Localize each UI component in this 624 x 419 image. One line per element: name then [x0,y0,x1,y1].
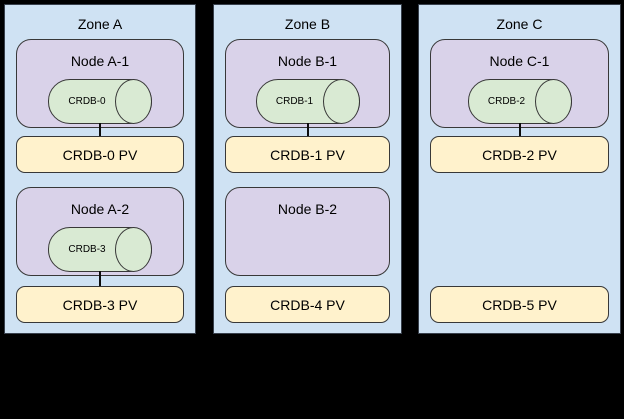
pv-box-crdb-4: CRDB-4 PV [225,286,390,323]
pv-box-crdb-3: CRDB-3 PV [16,286,184,323]
pv-box-crdb-5: CRDB-5 PV [430,286,609,323]
zone-c-container: Zone C Node C-1 CRDB-2 CRDB-2 PV CRDB-5 … [418,4,621,334]
crdb-1-label: CRDB-1 [275,96,314,107]
zone-a-container: Zone A Node A-1 CRDB-0 CRDB-0 PV Node A-… [4,4,196,334]
crdb-3-label: CRDB-3 [68,244,106,255]
crdb-2-label: CRDB-2 [487,96,526,107]
node-a1-label: Node A-1 [70,53,130,69]
node-a2-box: Node A-2 CRDB-3 [16,187,184,276]
node-b2-label: Node B-2 [277,201,338,217]
pv-box-crdb-2: CRDB-2 PV [430,136,609,173]
node-a1-box: Node A-1 CRDB-0 [16,39,184,128]
connector-line-a1-pv [99,123,101,137]
connector-line-b1-pv [306,123,309,137]
connector-line-a2-pv [99,271,101,287]
zone-b-container: Zone B Node B-1 CRDB-1 CRDB-1 PV Node B-… [213,4,402,334]
node-c1-label: Node C-1 [489,53,550,69]
pv-box-crdb-1: CRDB-1 PV [225,136,390,173]
node-b1-label: Node B-1 [277,53,338,69]
connector-line-c1-pv [518,123,521,137]
node-c1-box: Node C-1 CRDB-2 [430,39,609,128]
cylinder-end-cap [115,79,152,124]
database-cylinder-crdb-0: CRDB-0 [48,79,152,124]
database-cylinder-crdb-2: CRDB-2 [467,79,572,124]
zone-b-title: Zone B [284,16,331,32]
cylinder-end-cap [322,79,360,124]
database-cylinder-crdb-1: CRDB-1 [255,79,360,124]
zone-a-title: Zone A [77,16,123,32]
node-b1-box: Node B-1 CRDB-1 [225,39,390,128]
pv-box-crdb-0: CRDB-0 PV [16,136,184,173]
zone-c-title: Zone C [496,16,543,32]
cylinder-end-cap [115,227,152,272]
node-a2-label: Node A-2 [70,201,130,217]
database-cylinder-crdb-3: CRDB-3 [48,227,152,272]
cylinder-end-cap [534,79,572,124]
node-b2-box: Node B-2 [225,187,390,276]
crdb-0-label: CRDB-0 [68,96,106,107]
